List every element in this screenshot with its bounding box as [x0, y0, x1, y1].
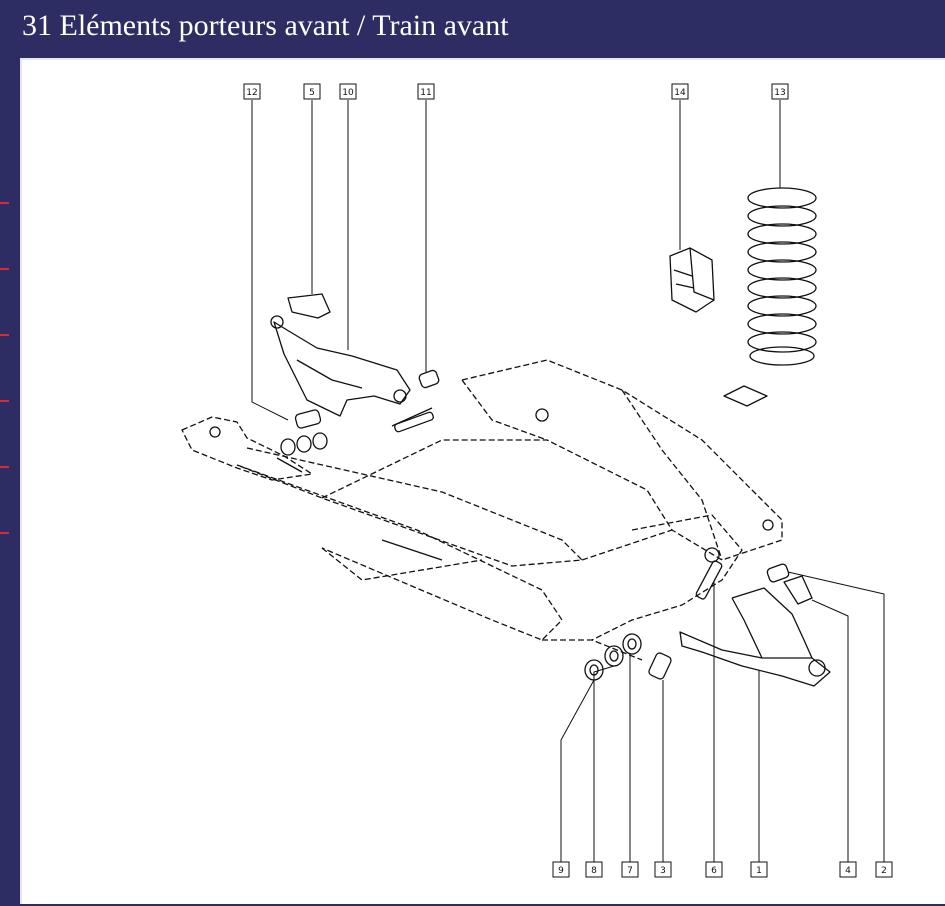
- parts-7-8-9-bushes: [584, 633, 642, 681]
- part-6-bolt: [695, 560, 723, 600]
- nav-marker[interactable]: [0, 202, 9, 204]
- title-bar: 31 Eléments porteurs avant / Train avant: [0, 0, 945, 58]
- leader-lines-bottom: [560, 571, 885, 862]
- callout-4: 4: [839, 861, 857, 878]
- diagram-panel: 12 5 10 11 14 13: [20, 58, 945, 904]
- svg-text:12: 12: [246, 88, 257, 98]
- part-3-sleeve: [648, 652, 672, 680]
- part-4-bracket: [783, 575, 813, 605]
- callout-11: 11: [417, 83, 435, 100]
- callouts-top: 12 5 10 11 14 13: [243, 83, 789, 100]
- part-13-coil-spring: [723, 187, 817, 407]
- svg-text:6: 6: [711, 866, 717, 876]
- nav-marker[interactable]: [0, 334, 9, 336]
- callout-12: 12: [243, 83, 261, 100]
- subframe-details: [209, 408, 774, 563]
- left-nav-rail[interactable]: [0, 58, 20, 904]
- svg-text:8: 8: [591, 866, 597, 876]
- callout-1: 1: [750, 861, 768, 878]
- callout-2: 2: [875, 861, 893, 878]
- part-1-wishbone-right: [679, 587, 831, 687]
- svg-text:2: 2: [881, 866, 887, 876]
- nav-marker[interactable]: [0, 466, 9, 468]
- part-10-wishbone-left: [270, 315, 411, 417]
- callout-5: 5: [303, 83, 321, 100]
- page-title: 31 Eléments porteurs avant / Train avant: [22, 9, 509, 42]
- callout-14: 14: [671, 83, 689, 100]
- svg-text:10: 10: [342, 88, 354, 98]
- nav-marker[interactable]: [0, 532, 9, 534]
- nav-marker[interactable]: [0, 268, 9, 270]
- svg-text:7: 7: [627, 866, 633, 876]
- svg-text:13: 13: [774, 88, 785, 98]
- callouts-bottom: 9 8 7 3 6 1 4: [552, 861, 893, 878]
- callout-3: 3: [654, 861, 672, 878]
- part-5-bracket: [287, 293, 331, 319]
- part-12-bushes: [280, 409, 328, 456]
- nav-marker[interactable]: [0, 400, 9, 402]
- svg-text:9: 9: [558, 866, 564, 876]
- callout-10: 10: [339, 83, 357, 100]
- svg-text:5: 5: [309, 88, 315, 98]
- svg-text:11: 11: [420, 88, 431, 98]
- part-2-bush: [766, 563, 790, 583]
- callout-13: 13: [771, 83, 789, 100]
- part-11-sleeve: [391, 369, 440, 433]
- subframe-crossmember: [181, 359, 783, 661]
- front-subframe-exploded-diagram: 12 5 10 11 14 13: [181, 83, 893, 878]
- svg-text:14: 14: [674, 88, 686, 98]
- callout-7: 7: [621, 861, 639, 878]
- svg-text:4: 4: [845, 866, 851, 876]
- part-14-rubber-mount: [669, 247, 715, 313]
- svg-text:1: 1: [756, 866, 762, 876]
- callout-8: 8: [585, 861, 603, 878]
- leader-lines-top: [251, 100, 781, 421]
- callout-6: 6: [705, 861, 723, 878]
- callout-9: 9: [552, 861, 570, 878]
- svg-text:3: 3: [660, 866, 666, 876]
